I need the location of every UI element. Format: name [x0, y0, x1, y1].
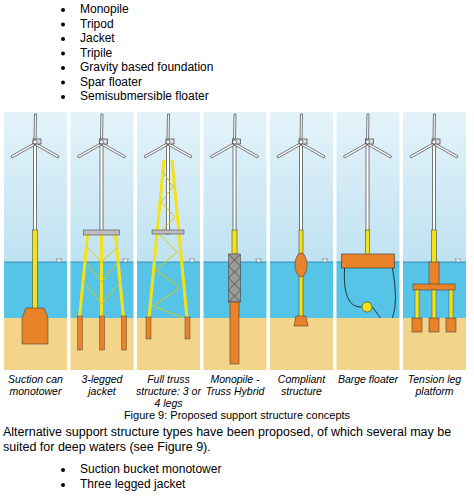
bullet-item: Spar floater [80, 75, 142, 90]
body-paragraph: Alternative support structure types have… [3, 425, 469, 455]
bullet-item: Jacket [80, 31, 115, 46]
figure-caption: Figure 9: Proposed support structure con… [0, 409, 474, 422]
concept-label: 3-legged jacket [69, 373, 135, 397]
bullet-item: Gravity based foundation [80, 60, 213, 75]
concept-label: Barge floater [335, 373, 401, 385]
bullet-item: Suction bucket monotower [80, 462, 221, 477]
bullet-item: Tripod [80, 17, 114, 32]
concept-label: Tension leg platform [402, 373, 468, 397]
bullet-item: Monopile [80, 2, 129, 17]
bullet-item: Three legged jacket [80, 477, 185, 492]
bullet-item: Semisubmersible floater [80, 89, 209, 104]
bullet-item: Tripile [80, 46, 112, 61]
concept-label: Monopile - Truss Hybrid [202, 373, 268, 397]
concept-label: Suction can monotower [3, 373, 69, 397]
concept-label: Full truss structure: 3 or 4 legs [136, 373, 202, 409]
concept-label: Compliant structure [269, 373, 335, 397]
